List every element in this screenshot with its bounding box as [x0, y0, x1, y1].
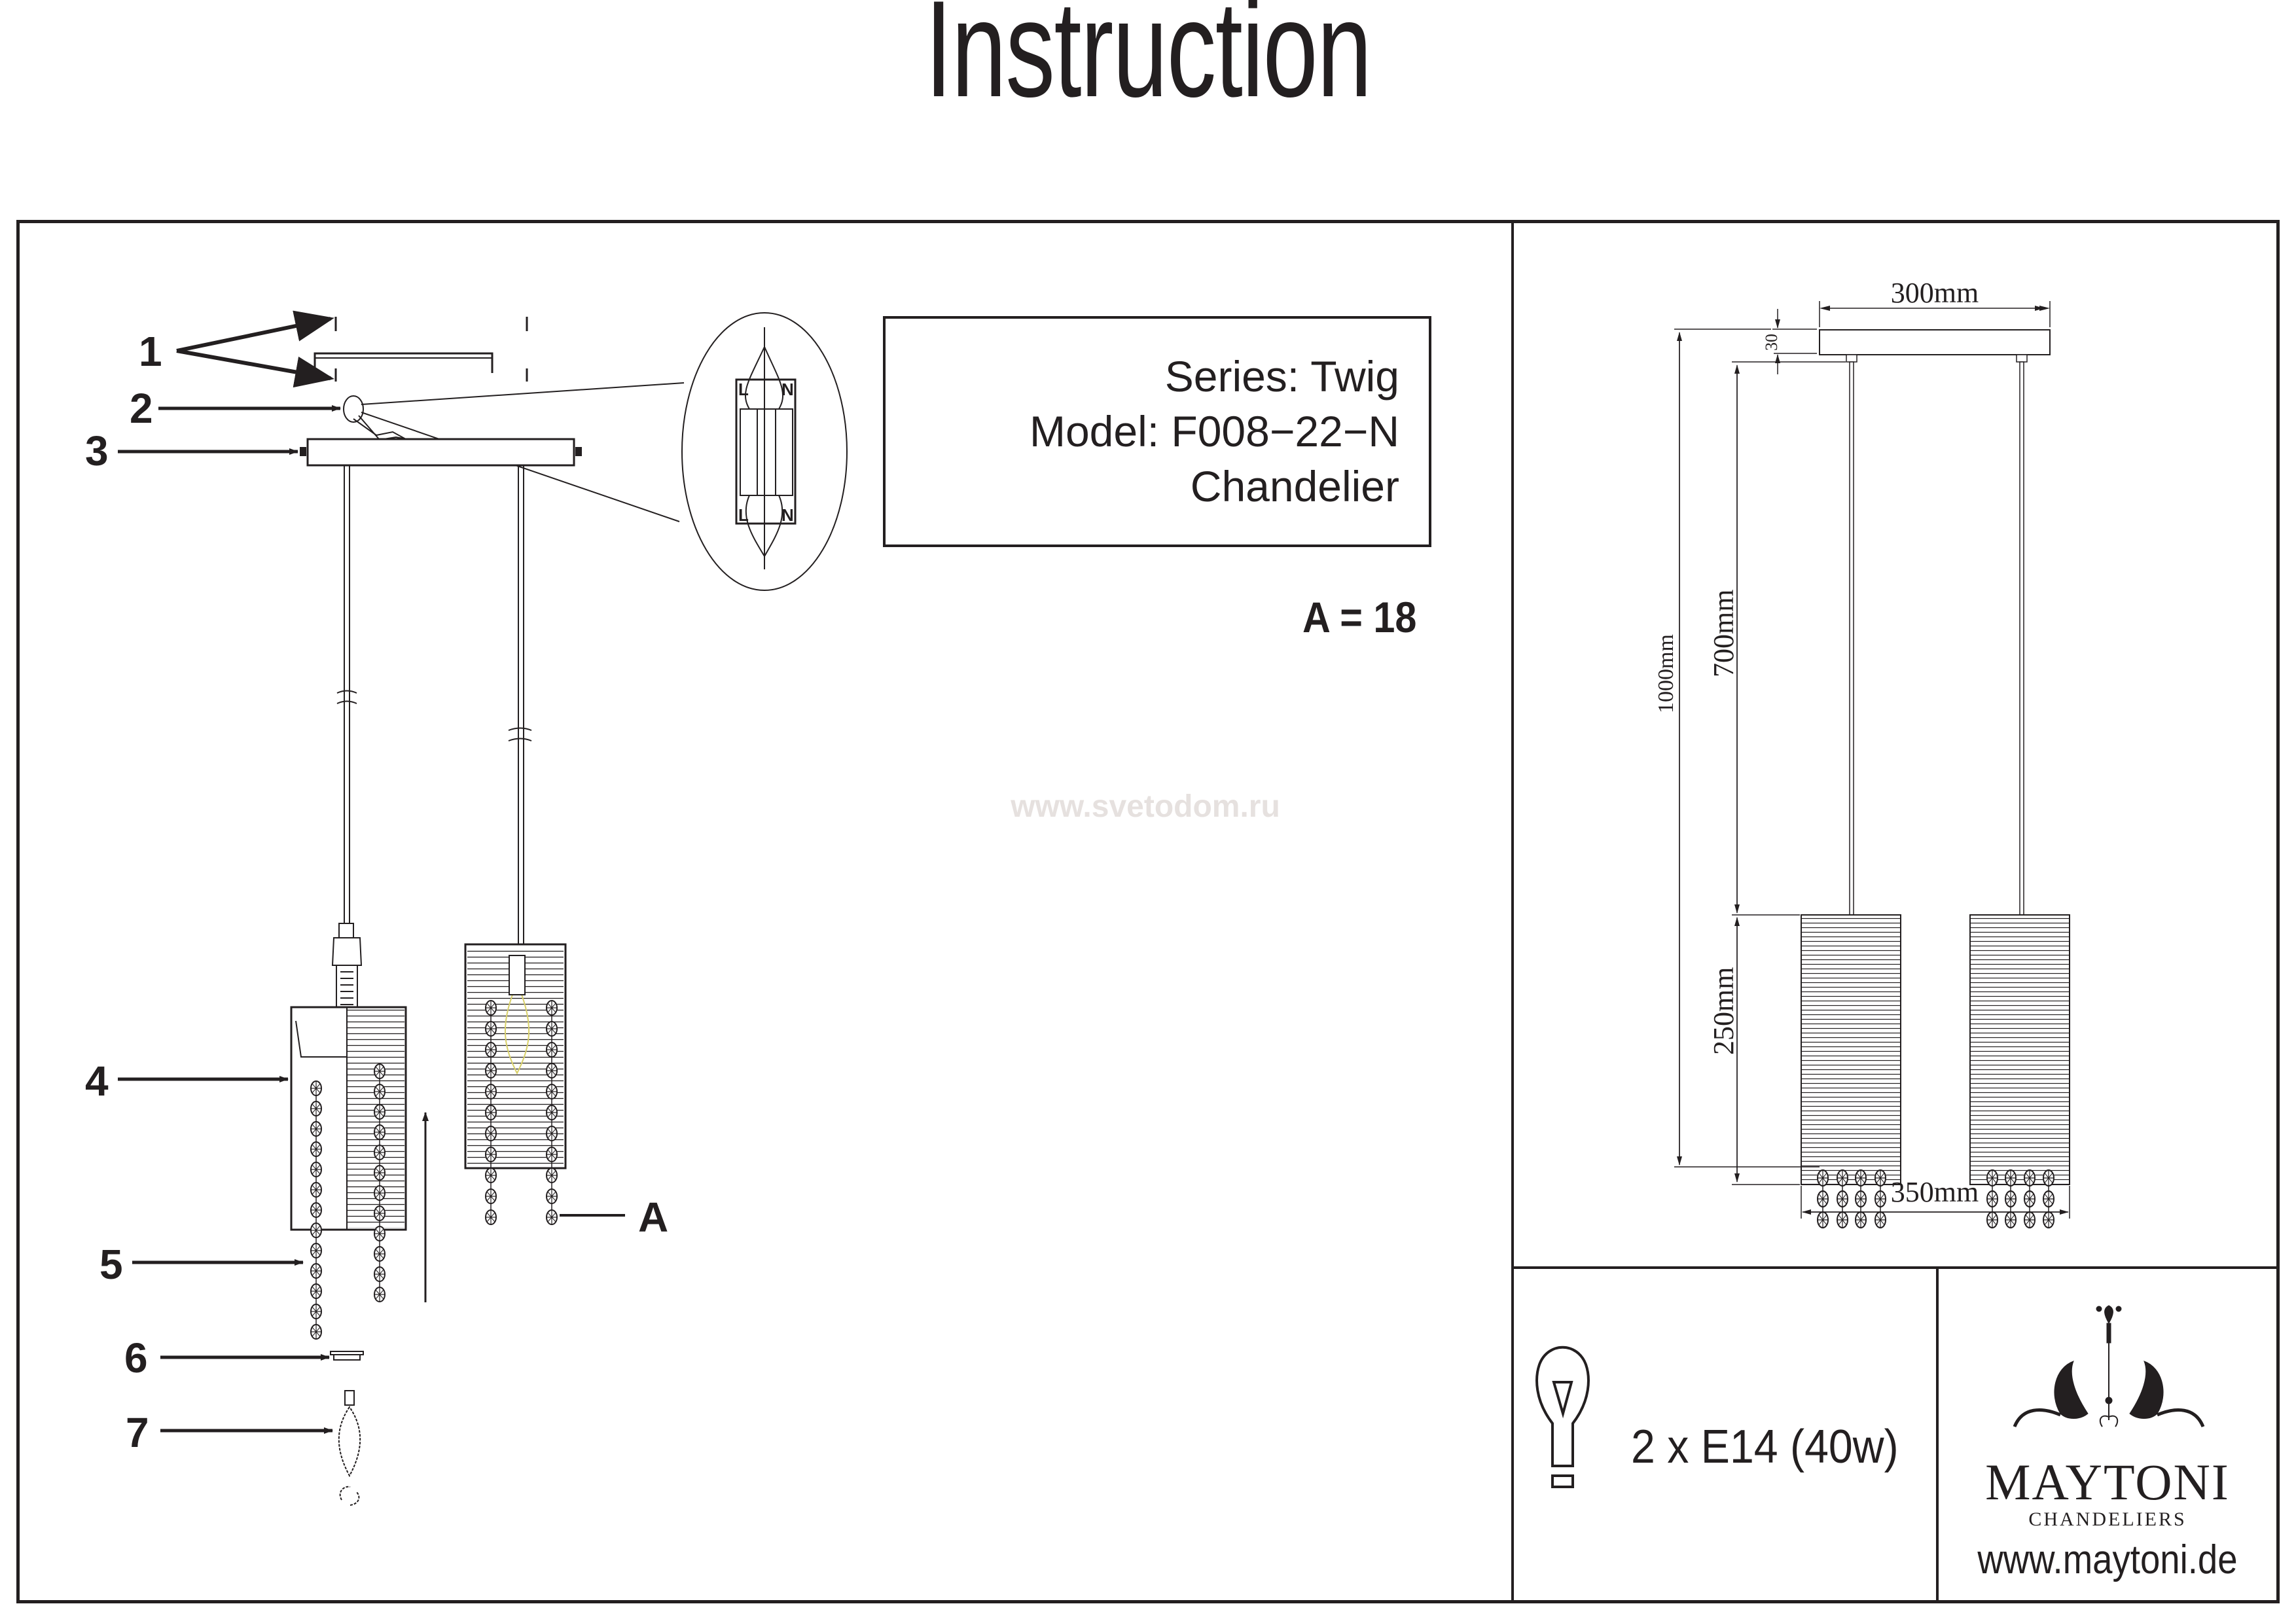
shade-exploded — [290, 1006, 407, 1231]
callout-1-arrow-lower — [176, 349, 334, 388]
crystal — [2023, 1190, 2036, 1208]
crystal-chains-assembled — [485, 1000, 558, 1225]
dim-crystal-chains — [1816, 1169, 2055, 1229]
crystal-chains-exploded — [310, 1063, 386, 1340]
product-model: Model: F008−22−N — [1029, 407, 1399, 455]
product-series: Series: Twig — [1164, 352, 1399, 401]
brand-name: MAYTONI — [1985, 1454, 2230, 1510]
crystal — [2042, 1169, 2055, 1187]
callout-7: 7 — [126, 1409, 149, 1456]
crystal — [1836, 1190, 1849, 1208]
dim-cord-length: 700mm — [1708, 590, 1740, 677]
maytoni-chandelier-logo — [2013, 1305, 2205, 1428]
crystal — [1874, 1169, 1887, 1187]
crystal — [1816, 1211, 1829, 1229]
shade-assembled — [464, 943, 567, 1169]
callout-4: 4 — [85, 1058, 109, 1105]
crystal — [1854, 1169, 1867, 1187]
crystal — [1986, 1169, 1999, 1187]
instruction-frame — [16, 220, 2280, 1603]
crystal — [1816, 1169, 1829, 1187]
callout-1: 1 — [139, 328, 162, 375]
dim-canopy — [1819, 329, 2051, 355]
lamp-socket — [331, 923, 363, 1012]
crystal — [1836, 1211, 1849, 1229]
dim-total-width: 350mm — [1891, 1176, 1979, 1208]
crystal — [1986, 1211, 1999, 1229]
bulb-ring — [330, 1351, 364, 1361]
crystal — [2004, 1211, 2017, 1229]
bulb-specification: 2 x E14 (40w) — [1631, 1421, 1899, 1473]
crystal — [1854, 1211, 1867, 1229]
wiring-detail — [735, 327, 797, 569]
crystal — [1874, 1190, 1887, 1208]
dim-shade-left — [1801, 914, 1901, 1185]
crystal — [1874, 1211, 1887, 1229]
dim-canopy-width: 300mm — [1891, 277, 1979, 309]
callout-3: 3 — [85, 427, 109, 474]
page-title: Instruction — [925, 0, 1372, 126]
callout-2: 2 — [130, 385, 153, 432]
crystal — [2042, 1190, 2055, 1208]
callout-1-arrow-upper — [176, 310, 334, 353]
crystal — [2004, 1169, 2017, 1187]
crystal — [1854, 1190, 1867, 1208]
terminal-label-n-top: N — [781, 380, 794, 399]
bulb-outline — [504, 994, 530, 1075]
crystal — [2023, 1169, 2036, 1187]
canopy — [306, 438, 575, 467]
dim-total-height: 1000mm — [1654, 634, 1678, 713]
crystal — [1816, 1190, 1829, 1208]
crystal — [2042, 1211, 2055, 1229]
terminal-label-l-top: L — [738, 380, 749, 399]
brand-subtitle: CHANDELIERS — [2028, 1508, 2187, 1530]
dim-shade-right — [1969, 914, 2070, 1185]
light-bulb-icon — [1535, 1346, 1590, 1488]
dim-shade-height: 250mm — [1708, 967, 1740, 1055]
callout-5: 5 — [99, 1241, 123, 1288]
crystal — [1836, 1169, 1849, 1187]
crystal — [1986, 1190, 1999, 1208]
crystal-count: A = 18 — [1302, 593, 1417, 641]
candle-bulb — [338, 1390, 361, 1506]
callout-a: A — [638, 1194, 669, 1241]
terminal-label-l-bottom: L — [738, 505, 749, 525]
callout-6: 6 — [124, 1334, 148, 1382]
crystal — [2004, 1190, 2017, 1208]
watermark: www.svetodom.ru — [1011, 789, 1280, 824]
panel-divider-vertical — [1511, 220, 1514, 1603]
crystal — [2023, 1211, 2036, 1229]
terminal-label-n-bottom: N — [781, 505, 794, 525]
dim-canopy-height: 30 — [1762, 334, 1781, 351]
product-type: Chandelier — [1190, 462, 1399, 510]
brand-url[interactable]: www.maytoni.de — [1977, 1537, 2238, 1582]
panel-divider-bottom — [1936, 1268, 1939, 1603]
panel-divider-horizontal — [1513, 1266, 2280, 1269]
product-info-box: Series: Twig Model: F008−22−N Chandelier — [883, 316, 1431, 547]
